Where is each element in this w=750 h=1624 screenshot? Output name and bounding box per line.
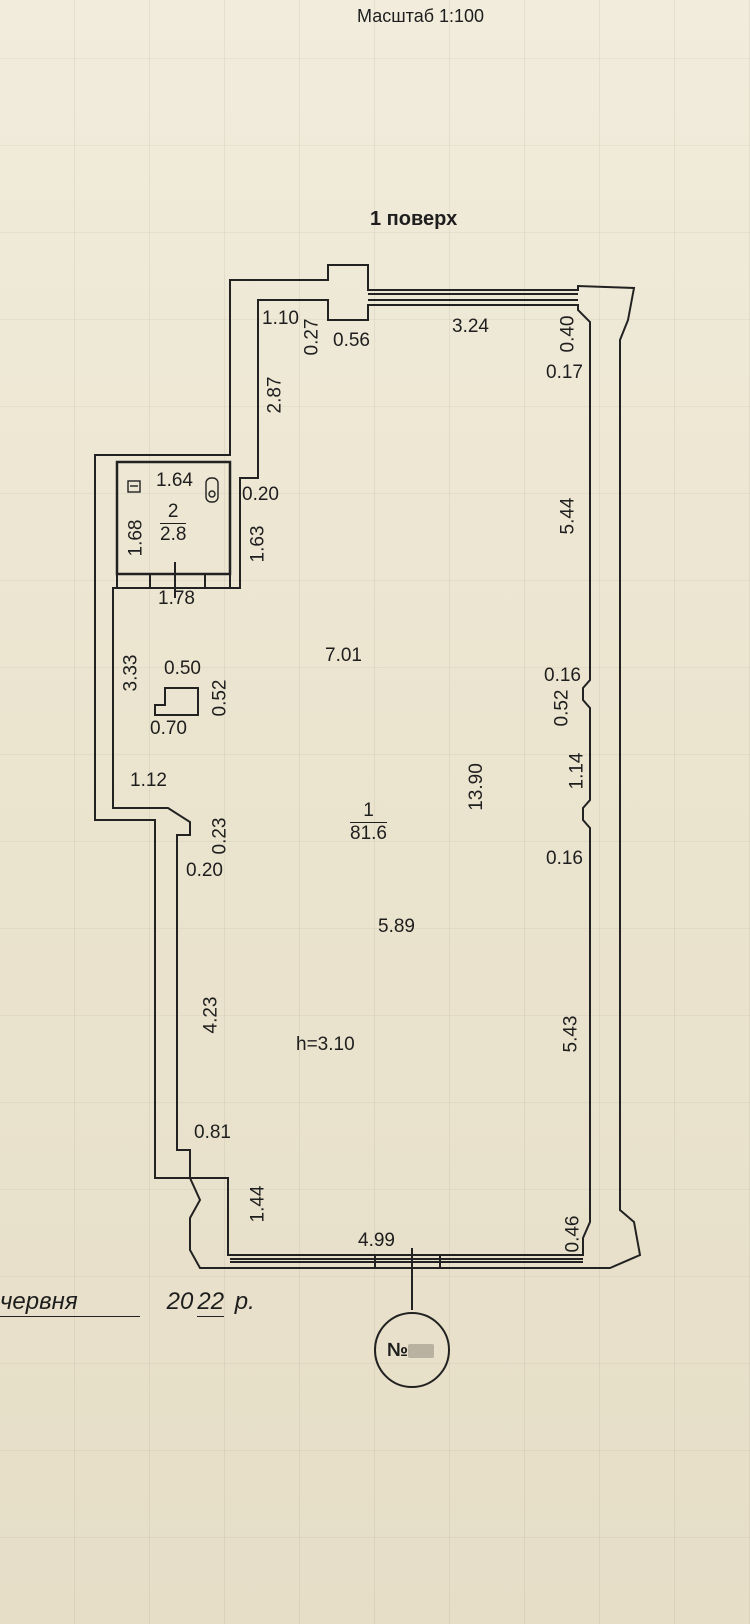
- scale-label: Масштаб 1:100: [357, 6, 485, 26]
- footer-suffix: р.: [234, 1288, 255, 1315]
- dim-2-87: 2.87: [264, 376, 286, 414]
- room-1-area: 81.6: [350, 823, 387, 844]
- room-2-number: 2: [160, 501, 187, 524]
- dim-0-17: 0.17: [546, 362, 583, 383]
- footer-year-suffix: 22: [197, 1288, 225, 1317]
- dim-0-50: 0.50: [164, 658, 201, 679]
- room-2-label: 2 2.8: [160, 501, 187, 546]
- dim-0-16-b: 0.16: [546, 848, 583, 869]
- dim-4-23: 4.23: [200, 996, 222, 1034]
- room-1-label: 1 81.6: [350, 800, 387, 845]
- dim-0-46: 0.46: [562, 1215, 584, 1253]
- floor-title: 1 поверх: [370, 208, 458, 230]
- dim-3-33: 3.33: [120, 654, 142, 692]
- dim-1-14: 1.14: [566, 752, 588, 790]
- dim-5-89: 5.89: [378, 916, 415, 937]
- dim-1-64: 1.64: [156, 470, 193, 491]
- dim-1-78: 1.78: [158, 588, 195, 609]
- toilet-icon: [205, 477, 219, 503]
- room-1-number: 1: [350, 800, 387, 823]
- outer-wall: [94, 264, 642, 1269]
- column: [154, 687, 199, 716]
- dim-0-81: 0.81: [194, 1122, 231, 1143]
- dim-1-63: 1.63: [247, 525, 269, 563]
- marker-circle: [374, 1312, 450, 1388]
- dim-0-27: 0.27: [301, 318, 323, 356]
- dim-1-68: 1.68: [125, 519, 147, 557]
- room-2-area: 2.8: [160, 524, 187, 545]
- dim-3-24: 3.24: [452, 316, 489, 337]
- footer-month: червня: [0, 1288, 140, 1317]
- blurred-number: [408, 1343, 435, 1358]
- dim-0-20-a: 0.20: [242, 484, 279, 505]
- dim-1-12: 1.12: [130, 770, 167, 791]
- dim-0-40: 0.40: [557, 315, 579, 353]
- wc-room: [115, 460, 232, 576]
- dim-0-20-b: 0.20: [186, 860, 223, 881]
- plan-marker-number: №: [387, 1340, 435, 1362]
- sink-icon: [127, 480, 141, 493]
- ceiling-height: h=3.10: [296, 1034, 355, 1055]
- dim-0-52-a: 0.52: [209, 679, 231, 717]
- sanitary-icons: [127, 477, 219, 503]
- dim-7-01: 7.01: [325, 645, 362, 666]
- dim-0-52-b: 0.52: [551, 689, 573, 727]
- dim-0-70: 0.70: [150, 718, 187, 739]
- dim-4-99: 4.99: [358, 1230, 395, 1251]
- dim-0-16-a: 0.16: [544, 665, 581, 686]
- dim-5-44: 5.44: [557, 497, 579, 535]
- dim-5-43: 5.43: [560, 1015, 582, 1053]
- dim-1-10: 1.10: [262, 308, 299, 329]
- inner-wall: [112, 299, 591, 1256]
- dim-1-44: 1.44: [247, 1185, 269, 1223]
- dim-0-23: 0.23: [209, 817, 231, 855]
- footer-year-prefix: 20: [166, 1288, 194, 1315]
- dim-13-90: 13.90: [465, 763, 487, 811]
- dim-0-56: 0.56: [333, 330, 370, 351]
